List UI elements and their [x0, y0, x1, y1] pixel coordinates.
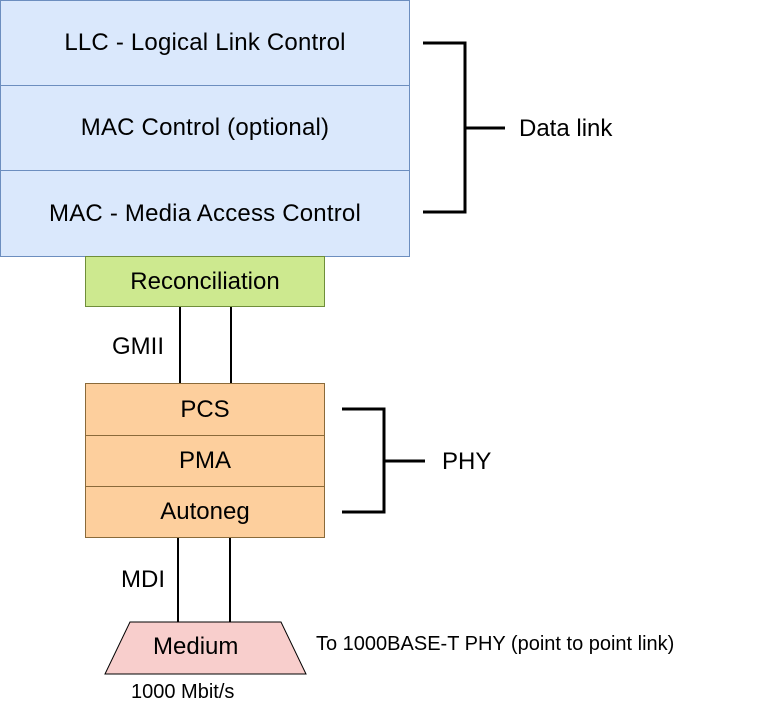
mac-box: MAC - Media Access Control: [0, 170, 410, 257]
mdi-label: MDI: [121, 566, 165, 593]
pma-box: PMA: [85, 435, 325, 487]
autoneg-label: Autoneg: [160, 498, 250, 525]
pma-label: PMA: [178, 447, 231, 474]
pcs-label: PCS: [180, 395, 230, 423]
medium-label: Medium: [153, 633, 239, 660]
medium-note-label: To 1000BASE-T PHY (point to point link): [316, 633, 675, 655]
reconciliation-box: Reconciliation: [85, 256, 325, 307]
mac-control-box: MAC Control (optional): [0, 85, 410, 171]
mac-control-label: MAC Control (optional): [80, 114, 330, 141]
autoneg-box: Autoneg: [85, 486, 325, 538]
data-link-bracket: [423, 41, 505, 214]
medium-speed-label: 1000 Mbit/s: [131, 681, 235, 703]
llc-label: LLC - Logical Link Control: [64, 29, 346, 56]
data-link-label: Data link: [519, 115, 613, 142]
pcs-box: PCS: [85, 383, 325, 436]
gmii-label: GMII: [112, 333, 164, 360]
mac-label: MAC - Media Access Control: [49, 199, 361, 227]
llc-box: LLC - Logical Link Control: [0, 0, 410, 86]
phy-bracket: [342, 407, 425, 514]
reconciliation-label: Reconciliation: [130, 267, 280, 295]
phy-label: PHY: [442, 448, 492, 475]
